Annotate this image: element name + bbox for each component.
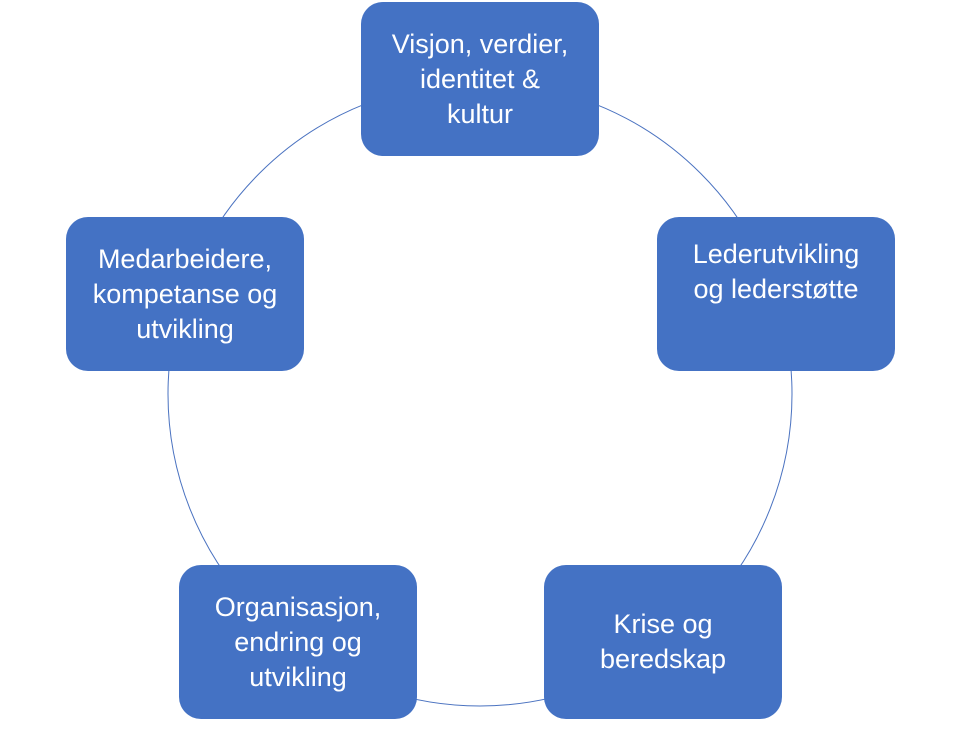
- node-leadership-development: Lederutvikling og lederstøtte: [657, 217, 895, 371]
- node-organisation-change: Organisasjon, endring og utvikling: [179, 565, 417, 719]
- node-leadership-development-label: Lederutvikling og lederstøtte: [692, 239, 860, 304]
- node-employees-competence: Medarbeidere, kompetanse og utvikling: [66, 217, 304, 371]
- node-crisis-preparedness-label: Krise og beredskap: [599, 609, 727, 674]
- node-vision-values-label: Visjon, verdier, identitet & kultur: [391, 28, 569, 129]
- node-crisis-preparedness: Krise og beredskap: [544, 565, 782, 719]
- node-employees-competence-label: Medarbeidere, kompetanse og utvikling: [92, 243, 278, 344]
- node-organisation-change-label: Organisasjon, endring og utvikling: [214, 591, 382, 692]
- node-vision-values: Visjon, verdier, identitet & kultur: [361, 2, 599, 156]
